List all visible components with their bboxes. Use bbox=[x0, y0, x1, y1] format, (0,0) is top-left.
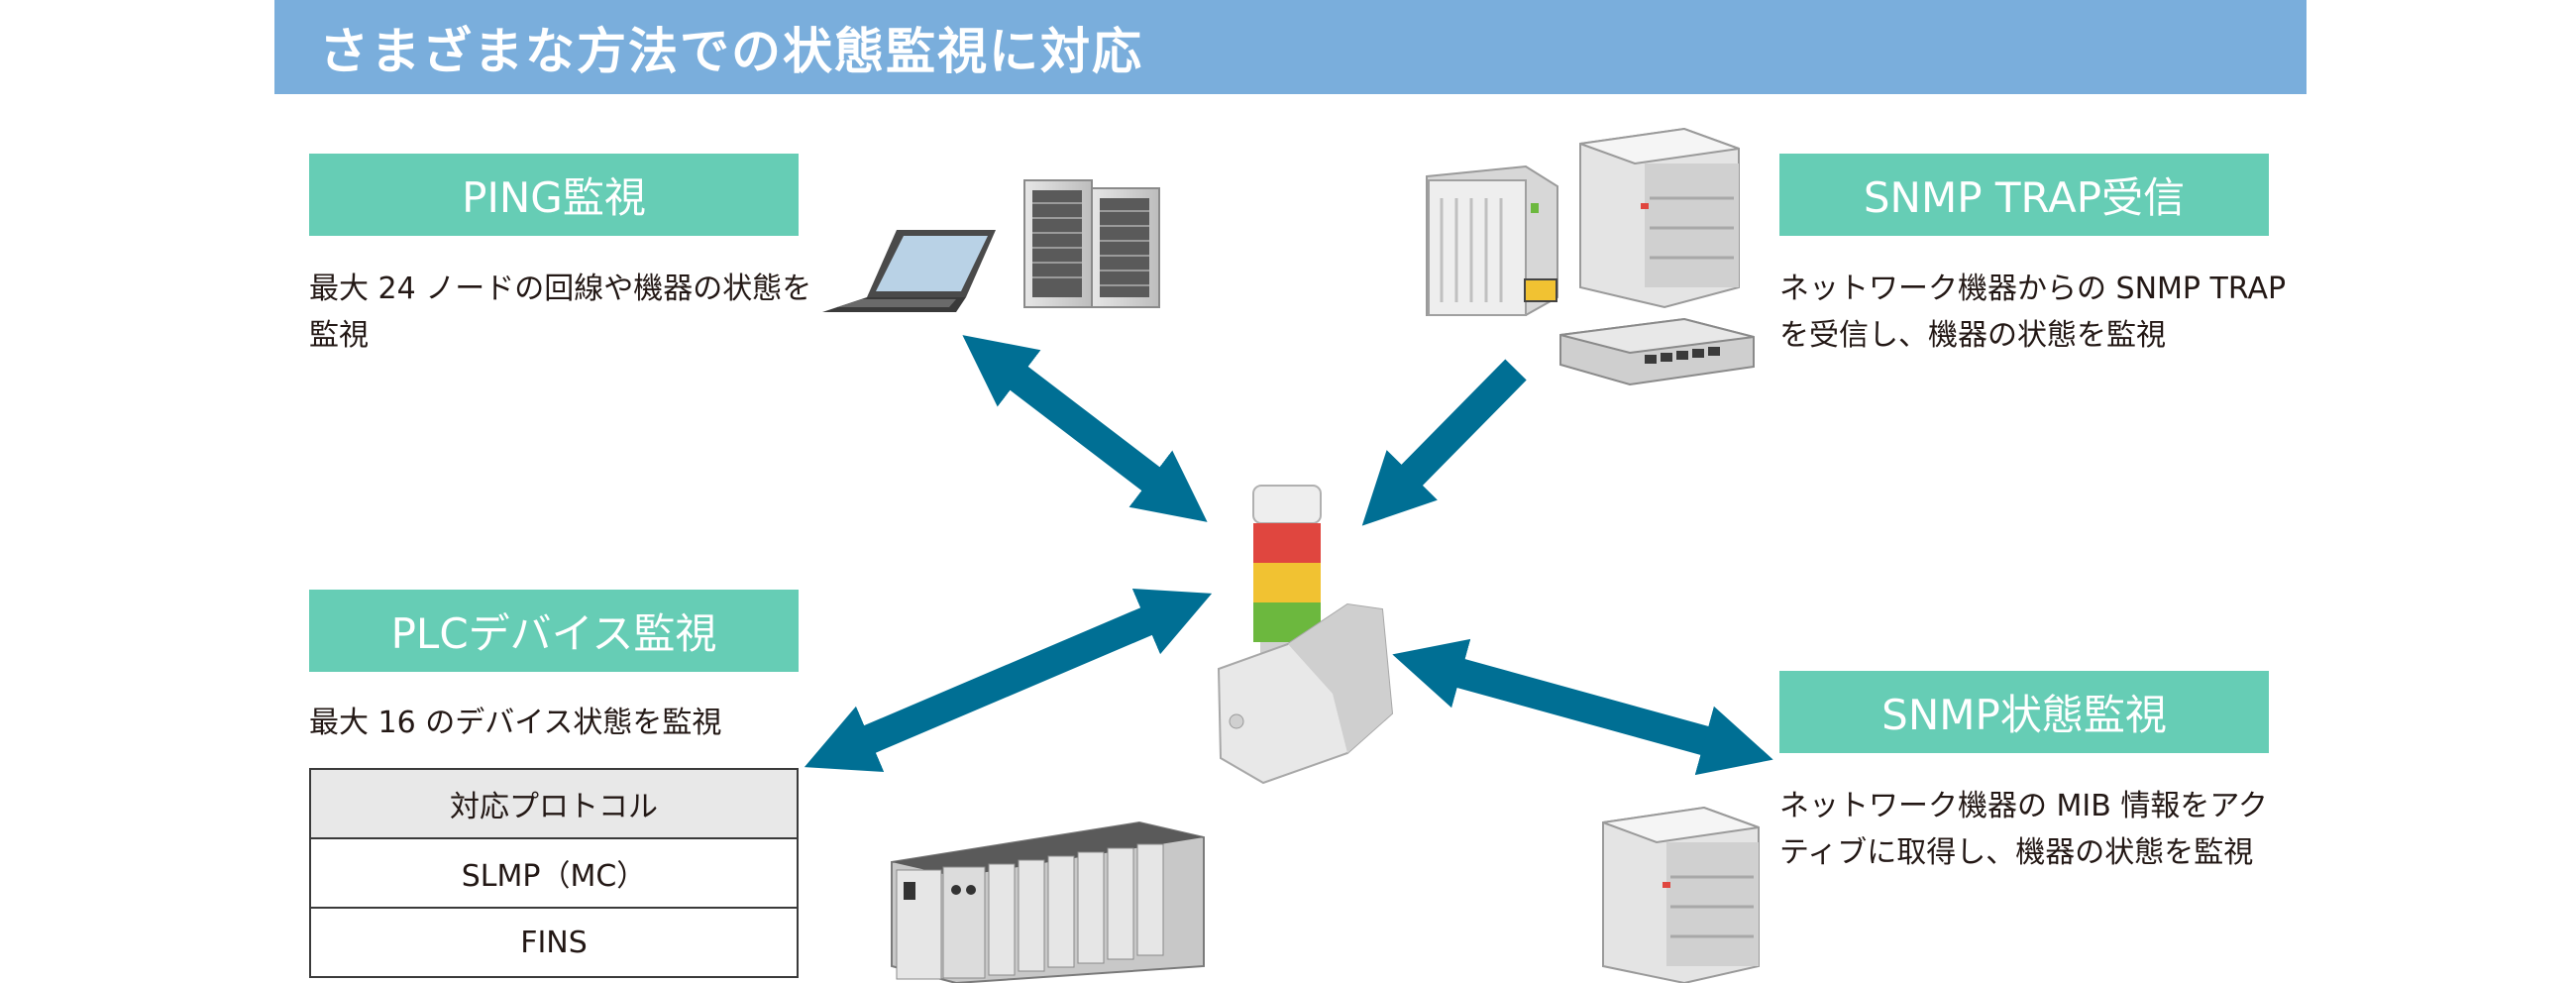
table-row: 対応プロトコル bbox=[309, 768, 799, 839]
laptop-icon bbox=[822, 230, 996, 312]
snmp-trap-label-text: SNMP TRAP受信 bbox=[1863, 173, 2186, 222]
plc-desc-line1: 最大 16 のデバイス状態を監視 bbox=[309, 706, 722, 740]
ping-desc-line1: 最大 24 ノードの回線や機器の状態を bbox=[309, 272, 812, 306]
printer-icon bbox=[1579, 127, 1740, 309]
rack-server-icon bbox=[1023, 179, 1160, 308]
protocol-row-fins: FINS bbox=[309, 907, 799, 978]
snmp-status-description: ネットワーク機器の MIB 情報をアク ティブに取得し、機器の状態を監視 bbox=[1779, 783, 2295, 876]
snmp-status-label-text: SNMP状態監視 bbox=[1881, 691, 2167, 739]
table-row: SLMP（MC） bbox=[309, 837, 799, 909]
signal-tower-icon bbox=[1217, 485, 1394, 785]
arrow-plc bbox=[804, 588, 1213, 773]
printer-bottom-icon bbox=[1602, 806, 1760, 983]
network-switch-icon bbox=[1559, 317, 1755, 386]
arrow-ping bbox=[962, 335, 1208, 522]
protocol-table-header: 対応プロトコル bbox=[309, 768, 799, 839]
snmp-status-desc-line2: ティブに取得し、機器の状態を監視 bbox=[1779, 835, 2254, 870]
ups-server-icon bbox=[1426, 164, 1558, 316]
snmp-status-label: SNMP状態監視 bbox=[1779, 671, 2269, 753]
arrow-snmp-status bbox=[1392, 638, 1773, 776]
snmp-status-desc-line1: ネットワーク機器の MIB 情報をアク bbox=[1779, 789, 2268, 823]
header-banner: さまざまな方法での状態監視に対応 bbox=[274, 0, 2307, 94]
snmp-trap-description: ネットワーク機器からの SNMP TRAP を受信し、機器の状態を監視 bbox=[1779, 266, 2295, 359]
snmp-trap-desc-line1: ネットワーク機器からの SNMP TRAP bbox=[1779, 272, 2287, 306]
ping-label: PING監視 bbox=[309, 154, 799, 236]
snmp-trap-desc-line2: を受信し、機器の状態を監視 bbox=[1779, 318, 2166, 353]
page-title: さまざまな方法での状態監視に対応 bbox=[319, 22, 1143, 80]
ping-label-text: PING監視 bbox=[462, 173, 646, 222]
plc-label-text: PLCデバイス監視 bbox=[390, 609, 717, 658]
plc-icon bbox=[891, 820, 1205, 983]
plc-description: 最大 16 のデバイス状態を監視 bbox=[309, 700, 824, 746]
ping-desc-line2: 監視 bbox=[309, 318, 369, 353]
arrow-snmp-trap bbox=[1361, 359, 1527, 526]
protocol-table: 対応プロトコル SLMP（MC） FINS bbox=[309, 768, 799, 978]
protocol-row-slmp: SLMP（MC） bbox=[309, 837, 799, 909]
plc-label: PLCデバイス監視 bbox=[309, 590, 799, 672]
table-row: FINS bbox=[309, 907, 799, 978]
snmp-trap-label: SNMP TRAP受信 bbox=[1779, 154, 2269, 236]
ping-description: 最大 24 ノードの回線や機器の状態を 監視 bbox=[309, 266, 824, 359]
